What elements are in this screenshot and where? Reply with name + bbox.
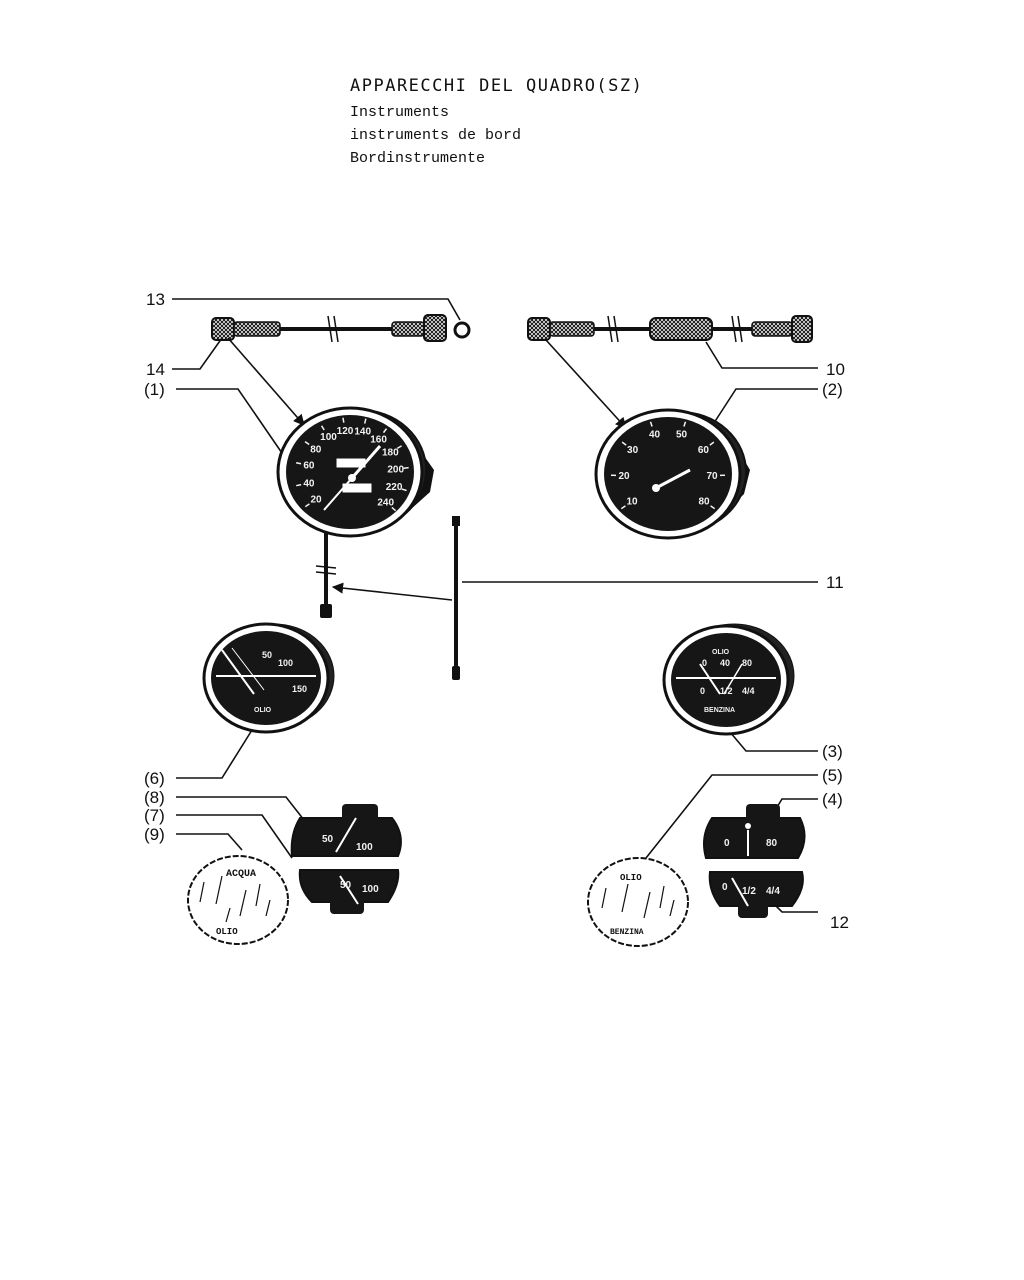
tachometer-scale-label: 10 [626,497,638,508]
speedometer-scale-tick [396,445,402,450]
cable-nut [453,321,471,339]
gauge-right-top-value-0: 0 [702,658,707,668]
gauge-right-top-value-2: 80 [742,658,752,668]
tachometer: 10 20 30 40 50 60 70 80 [594,408,750,540]
speedometer-scale-label: 40 [303,478,315,489]
speedometer-scale-label: 80 [310,444,322,455]
tachometer-cable [527,315,813,343]
glass-right: OLIO BENZINA [587,857,689,947]
gauge-right-bottom-value-1: 1/2 [720,686,733,696]
page-title: APPARECCHI DEL QUADRO(SZ) [350,76,644,96]
speedometer-stud [315,532,337,618]
dial-left-bottom-value-0: 50 [340,880,352,891]
tachometer-scale-tick [649,421,653,427]
gauge-right-bottom-value-2: 4/4 [742,686,755,696]
speedometer-scale-tick [401,488,407,492]
glass-left-top-label: ACQUA [226,869,256,880]
tachometer-scale-label: 60 [698,445,710,456]
speedometer-scale-tick [295,462,302,465]
speedometer-scale-tick [342,417,345,423]
dial-right-bottom-value-2: 4/4 [766,886,780,897]
callout-12: 12 [830,913,849,932]
callout-4: (4) [822,790,843,809]
callout-7: (7) [144,806,165,825]
dial-halves-right: 0 80 0 1/2 4/4 [703,804,806,918]
dial-right-top-value-1: 80 [766,838,778,849]
callout-labels: 13 14 (1) 10 (2) 11 (3) (6) (5) (8) (4) … [144,290,849,932]
dial-left-top-value-0: 50 [322,834,334,845]
speedometer-scale-tick [304,441,310,446]
gauge-right-bottom-value-0: 0 [700,686,705,696]
callout-11: 11 [826,573,844,592]
speedometer-scale-label: 20 [310,495,322,506]
gauge-left-label: OLIO [254,707,272,714]
gauge-right-top-label: OLIO [712,649,730,656]
speedometer-scale-tick [320,425,325,431]
speedometer-scale-tick [391,506,397,512]
gauge-left-value-1: 100 [278,658,293,668]
tachometer-scale-tick [683,421,687,427]
callout-6: (6) [144,769,165,788]
speedometer-scale-label: 120 [337,426,354,437]
speedometer-scale-label: 100 [320,432,337,443]
tachometer-scale-label: 20 [618,471,630,482]
callout-8: (8) [144,788,165,807]
speedometer-scale-label: 180 [382,448,399,459]
dial-right-top-value-0: 0 [724,838,730,849]
dial-halves-left: 50 100 50 100 [290,804,402,914]
speedometer-cable [211,314,447,343]
reset-rod [452,516,460,680]
gauge-right: OLIO 0 40 80 0 1/2 4/4 BENZINA [662,623,795,736]
callout-1: (1) [144,380,165,399]
subtitle-english: Instruments [350,104,450,121]
speedometer-scale-tick [403,466,409,469]
glass-left-bottom-label: OLIO [216,927,238,937]
subtitle-german: Bordinstrumente [350,150,486,167]
speedometer-scale-tick [304,503,310,508]
tachometer-scale-tick [709,441,715,446]
speedometer-scale-tick [382,428,388,434]
speedometer-scale-label: 220 [386,482,403,493]
callout-2: (2) [822,380,843,399]
speedometer-scale-tick [296,483,302,487]
dial-left-bottom-value-1: 100 [362,884,379,895]
gauge-left: 50 100 150 OLIO [202,622,335,734]
glass-left: ACQUA OLIO [187,855,289,945]
gauge-right-label: BENZINA [704,707,735,714]
callout-13: 13 [146,290,165,309]
speedometer-scale-label: 140 [354,427,371,438]
gauge-right-top-value-1: 40 [720,658,730,668]
tachometer-scale-label: 50 [676,430,688,441]
speedometer-scale-tick [363,418,367,424]
leader-lines [172,298,818,913]
callout-3: (3) [822,742,843,761]
glass-right-bottom-label: BENZINA [610,928,644,937]
callout-9: (9) [144,825,165,844]
gauge-left-value-0: 50 [262,650,272,660]
callout-10: 10 [826,360,845,379]
tachometer-scale-tick [710,505,716,510]
tachometer-scale-tick [621,441,627,446]
callout-14: 14 [146,360,165,379]
glass-right-top-label: OLIO [620,873,642,883]
speedometer-scale-label: 200 [387,465,404,476]
speedometer-scale-label: 60 [303,461,315,472]
gauge-left-value-2: 150 [292,684,307,694]
tachometer-scale-label: 40 [649,430,661,441]
tachometer-scale-label: 70 [706,471,718,482]
callout-5: (5) [822,766,843,785]
tachometer-scale-label: 80 [698,497,710,508]
dial-right-bottom-value-0: 0 [722,882,728,893]
dial-right-bottom-value-1: 1/2 [742,886,756,897]
subtitle-french: instruments de bord [350,127,522,144]
tachometer-scale-tick [620,505,626,510]
speedometer-scale-label: 160 [370,434,387,445]
tachometer-scale-label: 30 [627,445,639,456]
dial-left-top-value-1: 100 [356,842,373,853]
speedometer-scale-label: 240 [377,498,394,509]
